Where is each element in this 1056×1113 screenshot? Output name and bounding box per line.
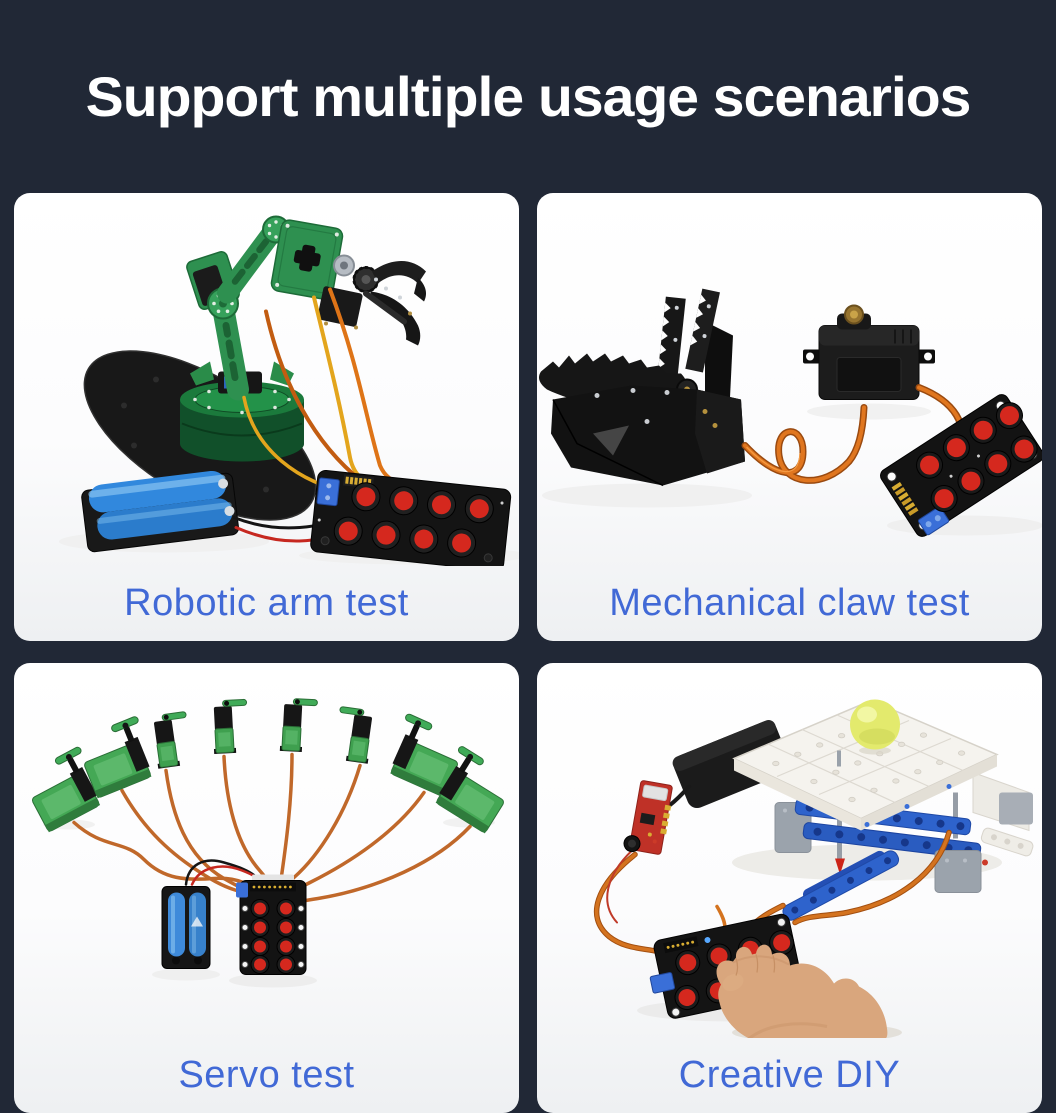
swing-arm — [782, 850, 900, 921]
gripper — [317, 261, 426, 346]
servo-2 — [84, 716, 152, 799]
knobs — [333, 482, 494, 558]
knobs — [916, 402, 1038, 513]
creative-diy-photo — [537, 663, 1042, 1039]
scenario-grid: Robotic arm test — [14, 193, 1042, 1113]
claw-servo-wire — [741, 404, 868, 484]
hand — [716, 944, 902, 1039]
card-servo-test: Servo test — [14, 663, 519, 1113]
servo-1 — [31, 746, 101, 833]
ball — [850, 699, 900, 755]
page-title: Support multiple usage scenarios — [85, 65, 972, 129]
servo-6 — [339, 706, 372, 764]
servo-test-photo — [14, 663, 519, 1038]
battery-holder — [81, 470, 240, 553]
caption-servo-test: Servo test — [178, 1054, 355, 1097]
battery-holder — [161, 886, 211, 970]
brick-table-illustration — [593, 699, 1034, 1039]
servo-controller-board — [236, 874, 307, 976]
servo-7 — [390, 713, 458, 798]
card-mechanical-claw-test: Mechanical claw test — [537, 193, 1042, 642]
robotic-arm-illustration — [59, 215, 519, 567]
rear-leg — [972, 771, 1033, 832]
servo-fan-illustration — [31, 698, 504, 988]
caption-mechanical-claw-test: Mechanical claw test — [609, 582, 970, 625]
servo-4 — [213, 698, 248, 755]
servo-3 — [154, 711, 187, 769]
servo-5 — [279, 698, 318, 753]
mechanical-claw-photo — [537, 193, 1042, 566]
controller-board — [310, 469, 512, 567]
servo-8 — [435, 746, 504, 834]
signal-wires — [593, 829, 952, 960]
caption-robotic-arm-test: Robotic arm test — [124, 582, 409, 625]
poster: Support multiple usage scenarios — [0, 38, 1056, 1113]
card-creative-diy: Creative DIY — [537, 663, 1042, 1113]
robotic-arm-photo — [14, 193, 519, 567]
tabletop — [732, 699, 999, 831]
claw — [539, 288, 745, 487]
knob-board — [880, 394, 1042, 537]
knobs — [250, 899, 296, 975]
card-robotic-arm-test: Robotic arm test — [14, 193, 519, 642]
mechanical-claw-illustration — [539, 288, 1042, 537]
servo-motor — [803, 304, 935, 401]
caption-creative-diy: Creative DIY — [678, 1054, 901, 1097]
sensor-module — [623, 780, 673, 855]
arm-links — [186, 215, 355, 401]
